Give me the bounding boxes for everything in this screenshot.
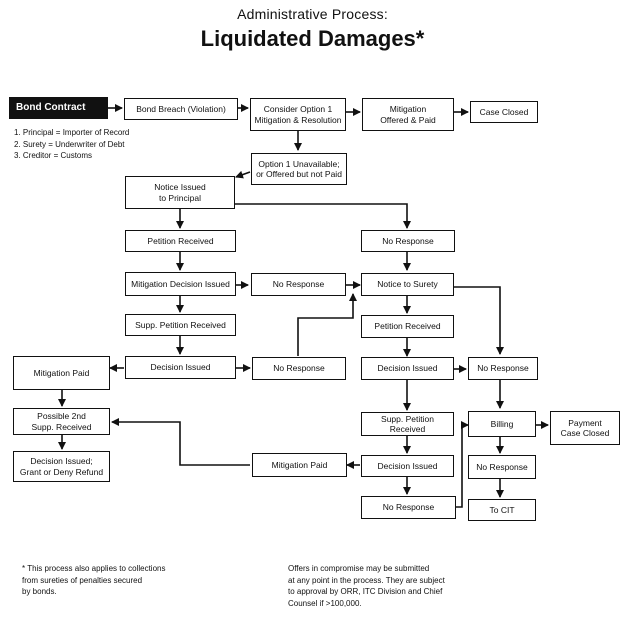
footnote-left: * This process also applies to collectio… [22,564,166,596]
mitigation-decision-box: Mitigation Decision Issued [125,272,236,296]
to-cit-box: To CIT [468,499,536,521]
arrow-mitpaid-possible2 [111,418,250,466]
no-response-bottom-box: No Response [361,496,456,519]
consider-option1-box: Consider Option 1 Mitigation & Resolutio… [250,98,346,131]
diagram-title: Liquidated Damages* [200,26,425,51]
supp-petition-right-box: Supp. Petition Received [361,412,454,436]
arrow-noresp2-surety [297,293,357,356]
billing-box: Billing [468,411,536,437]
notice-surety-box: Notice to Surety [361,273,454,296]
no-response-far-box: No Response [468,357,538,380]
notice-principal-box: Notice Issued to Principal [125,176,235,209]
arrow-notice-noresponse [234,203,411,229]
decision-issued-bottom-box: Decision Issued [361,455,454,477]
mitigation-paid-left-box: Mitigation Paid [13,356,110,390]
bond-breach-box: Bond Breach (Violation) [124,98,238,120]
legend-item: 3. Creditor = Customs [14,151,93,160]
arrow-unavailable-notice [235,170,251,179]
decision-issued-right-box: Decision Issued [361,357,454,380]
payment-closed-box: Payment Case Closed [550,411,620,445]
arrow-noresp-billing [456,421,469,508]
legend-item: 1. Principal = Importer of Record [14,128,130,137]
mitigation-paid-mid-box: Mitigation Paid [252,453,347,477]
supp-petition-left-box: Supp. Petition Received [125,314,236,336]
legend-item: 2. Surety = Underwriter of Debt [14,139,125,149]
bond-contract-box: Bond Contract [9,97,108,119]
case-closed-box: Case Closed [470,101,538,123]
decision-issued-left-box: Decision Issued [125,356,236,379]
decision-grant-box: Decision Issued; Grant or Deny Refund [13,451,110,482]
no-response-mid2-box: No Response [252,357,346,380]
petition-received-left-box: Petition Received [125,230,236,252]
mitigation-offered-box: Mitigation Offered & Paid [362,98,454,131]
role-legend: 1. Principal = Importer of Record 2. Sur… [14,127,129,162]
diagram-subtitle: Administrative Process: [237,6,388,22]
possible-2nd-box: Possible 2nd Supp. Received [13,408,110,435]
no-response-mid1-box: No Response [251,273,346,296]
footnote-right: Offers in compromise may be submitted at… [288,564,445,608]
no-response-billing-box: No Response [468,455,536,479]
petition-received-right-box: Petition Received [361,315,454,338]
no-response-top-box: No Response [361,230,455,252]
option1-unavailable-box: Option 1 Unavailable; or Offered but not… [251,153,347,185]
arrow-surety-far [454,286,504,355]
